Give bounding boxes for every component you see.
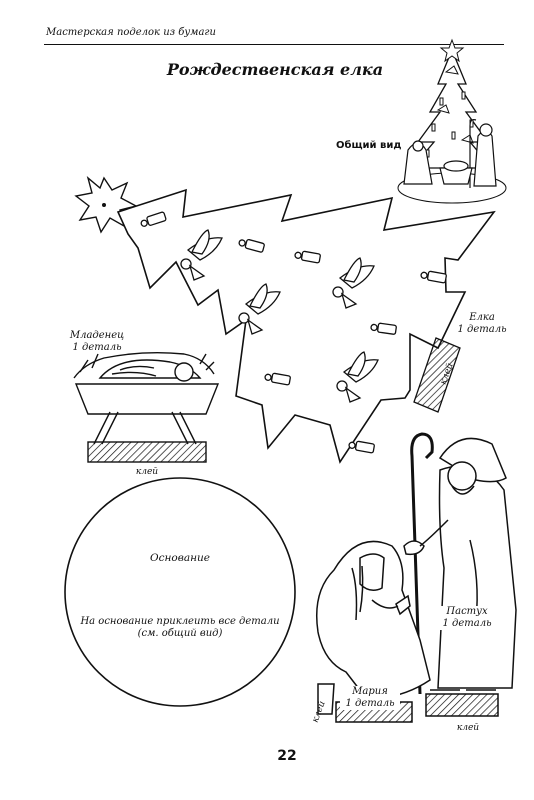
baby-count: 1 деталь xyxy=(72,342,122,353)
mary-label: Мария 1 деталь xyxy=(340,686,400,710)
running-header: Мастерская поделок из бумаги xyxy=(44,26,504,45)
shepherd-count: 1 деталь xyxy=(442,618,492,629)
mary-count: 1 деталь xyxy=(345,698,395,709)
tree-part xyxy=(116,188,496,464)
mary-name: Мария xyxy=(352,686,388,697)
baby-label: Младенец 1 деталь xyxy=(62,330,132,354)
tree-name: Елка xyxy=(469,312,495,323)
base-instruction-note: (см. общий вид) xyxy=(137,628,223,639)
base-circle xyxy=(64,477,296,707)
page-title: Рождественская елка xyxy=(166,60,384,79)
tree-count: 1 деталь xyxy=(457,324,507,335)
tree-label: Елка 1 деталь xyxy=(452,312,512,336)
base-title: Основание xyxy=(150,552,210,564)
baby-name: Младенец xyxy=(69,330,125,341)
candle-icon xyxy=(140,211,447,454)
page-number: 22 xyxy=(277,748,297,764)
general-view-label: Общий вид xyxy=(336,140,402,151)
general-view-illustration xyxy=(397,38,507,204)
angel-icon xyxy=(180,229,379,403)
base-instruction: На основание приклеить все детали xyxy=(80,616,280,627)
book-title: Мастерская поделок из бумаги xyxy=(46,27,216,38)
mary-icon xyxy=(315,540,431,723)
manger-icon xyxy=(73,351,220,463)
shepherd-glue-label: клей xyxy=(456,723,480,733)
shepherd-label: Пастух 1 деталь xyxy=(432,606,502,630)
shepherd-icon xyxy=(403,432,517,717)
shepherd-name: Пастух xyxy=(446,606,488,617)
baby-glue-label: клей xyxy=(135,467,159,477)
